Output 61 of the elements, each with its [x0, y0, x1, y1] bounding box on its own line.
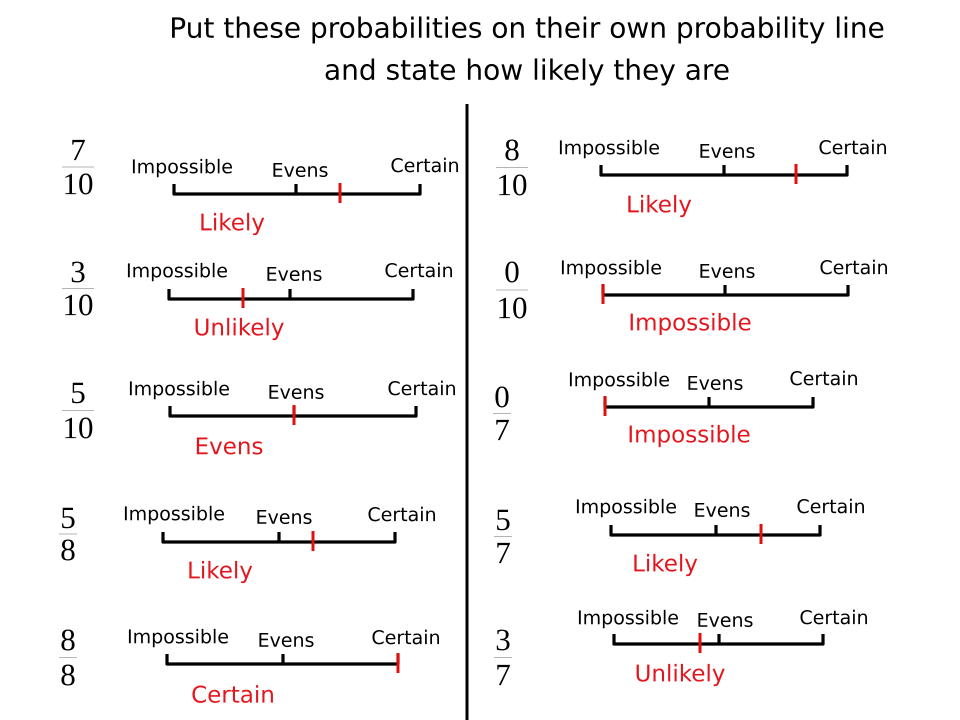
scale-label: Certain — [798, 498, 864, 514]
scale-label: Evens — [700, 144, 755, 158]
answer-text: Certain — [192, 685, 273, 703]
answer-text: Evens — [196, 437, 262, 455]
denominator: 7 — [497, 542, 510, 564]
scale-label: Certain — [820, 260, 887, 274]
scale-label: Evens — [267, 266, 322, 282]
denominator: 8 — [61, 540, 75, 560]
scale-label: Certain — [385, 262, 452, 278]
scale-label: Evens — [257, 510, 312, 524]
scale-label: Impossible — [128, 628, 228, 648]
scale-label: Certain — [368, 506, 435, 522]
scale-label: Impossible — [130, 380, 229, 400]
denominator: 8 — [61, 664, 75, 686]
denominator: 10 — [499, 174, 526, 196]
numerator: 8 — [505, 140, 519, 160]
denominator: 7 — [496, 420, 509, 440]
numerator: 5 — [72, 382, 85, 404]
scale-label: Certain — [372, 630, 439, 644]
answer-text: Impossible — [630, 312, 750, 336]
numerator: 0 — [495, 386, 509, 408]
answer-text: Likely — [628, 194, 692, 218]
scale-label: Evens — [695, 502, 750, 518]
denominator: 10 — [65, 418, 92, 438]
scale-label: Evens — [698, 612, 753, 628]
denominator: 10 — [65, 174, 92, 194]
scale-label: Impossible — [576, 498, 676, 518]
answer-text: Unlikely — [636, 664, 725, 686]
denominator: 10 — [65, 294, 92, 316]
scale-label: Certain — [800, 610, 867, 624]
scale-label: Impossible — [132, 158, 232, 178]
scale-label: Evens — [273, 162, 328, 178]
numerator: 3 — [496, 630, 510, 650]
scale-label: Impossible — [570, 372, 669, 390]
answer-text: Likely — [189, 560, 252, 584]
answer-text: Likely — [201, 212, 264, 236]
answer-text: Impossible — [630, 424, 750, 448]
scale-label: Certain — [790, 370, 857, 386]
answer-text: Likely — [634, 554, 698, 576]
numerator: 7 — [72, 140, 85, 160]
numerator: 8 — [61, 630, 75, 650]
denominator: 7 — [497, 664, 510, 686]
numerator: 5 — [62, 508, 75, 528]
scale-label: Evens — [269, 384, 324, 400]
numerator: 5 — [497, 510, 510, 530]
scale-label: Evens — [259, 632, 314, 648]
answer-text: Unlikely — [196, 318, 284, 340]
scale-label: Certain — [391, 158, 458, 172]
title: Put these probabilities on their own probability line and state how likely they are — [172, 16, 884, 86]
scale-label: Impossible — [560, 140, 659, 158]
scale-label: Impossible — [562, 260, 661, 278]
numerator: 3 — [72, 262, 85, 282]
scale-label: Impossible — [128, 262, 227, 282]
scale-label: Impossible — [124, 506, 224, 524]
scale-label: Certain — [388, 380, 455, 396]
scale-label: Certain — [820, 140, 886, 154]
scale-label: Evens — [700, 264, 755, 278]
scale-label: Evens — [688, 376, 743, 390]
scale-label: Impossible — [578, 610, 678, 628]
denominator: 10 — [499, 298, 526, 318]
numerator: 0 — [505, 262, 519, 282]
